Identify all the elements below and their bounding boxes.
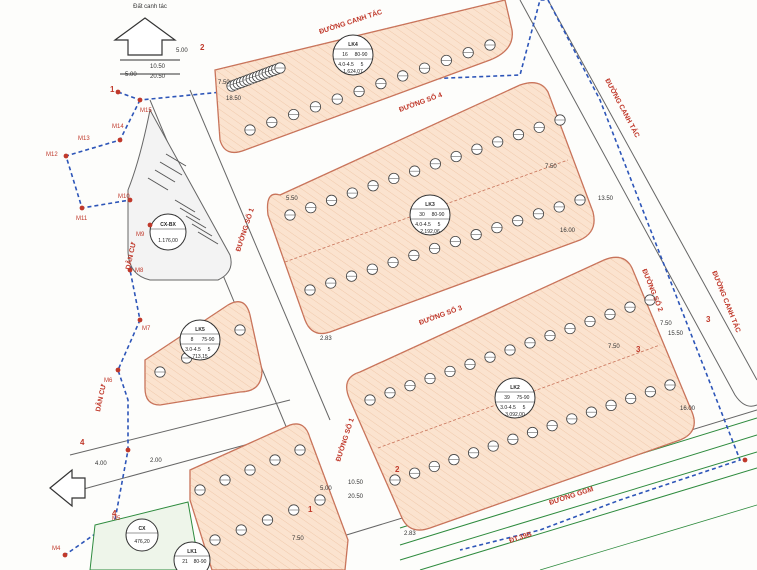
boundary-point-markers xyxy=(62,89,748,558)
lk5-code: LK5 xyxy=(195,327,205,333)
lk3-height: 4.0-4.5 xyxy=(415,222,431,228)
lk4-count: 16 xyxy=(342,52,348,58)
lk3-code: LK3 xyxy=(425,202,435,208)
point-label-m5: M5 xyxy=(112,516,121,522)
dim-label: 2.00 xyxy=(150,458,162,464)
dim-label: 18.50 xyxy=(226,96,242,102)
dim-label: 2.83 xyxy=(320,336,332,342)
dim-label: 16.00 xyxy=(680,406,696,412)
cxbx-area: 1.176,00 xyxy=(158,238,178,244)
point-label-m14: M14 xyxy=(112,124,124,130)
lk4-code: LK4 xyxy=(348,42,358,48)
lot-info-lk3: LK3 30 80-90 4.0-4.5 5 2.192,06 xyxy=(409,194,451,236)
dim-label: 16.00 xyxy=(560,228,576,234)
top-land-label: Đất canh tác xyxy=(133,4,167,10)
lot-info-lk5: LK5 8 75-90 3.0-4.5 5 713,15 xyxy=(179,319,221,361)
lk2-count: 39 xyxy=(504,395,510,401)
lk4-floors: 5 xyxy=(361,62,364,68)
point-label-m12: M12 xyxy=(46,152,58,158)
lk1-code: LK1 xyxy=(187,549,197,555)
cx-area: 476,20 xyxy=(134,539,150,545)
lk1-density: 80-90 xyxy=(194,559,207,565)
lk5-count: 8 xyxy=(191,337,194,343)
west-access-arrow xyxy=(49,468,86,508)
lk5-height: 3.0-4.5 xyxy=(185,347,201,353)
section-mark-1-mid: 1 xyxy=(308,505,313,514)
dim-label: 10.50 xyxy=(348,480,364,486)
section-mark-1-top: 1 xyxy=(110,85,115,94)
dim-label: 5.00 xyxy=(176,48,188,54)
dim-label: 5.50 xyxy=(286,196,298,202)
dim-label: 7.50 xyxy=(545,164,557,170)
lk4-area: 1.624,07 xyxy=(343,69,363,75)
lk4-height: 4.0-4.5 xyxy=(338,62,354,68)
lk2-floors: 5 xyxy=(523,405,526,411)
point-label-m7: M7 xyxy=(142,326,151,332)
point-label-m6: M6 xyxy=(104,378,113,384)
point-label-m10: M10 xyxy=(118,194,130,200)
point-label-m11: M11 xyxy=(76,216,88,222)
point-label-m15: M15 xyxy=(140,108,152,114)
section-mark-4-bottom: 4 xyxy=(112,509,117,518)
section-mark-2-top: 2 xyxy=(200,43,205,52)
cxbx-code: CX-BX xyxy=(160,222,176,228)
lot-info-cx: CX 476,20 xyxy=(125,518,159,552)
parking-stalls xyxy=(147,153,219,245)
lk3-density: 80-90 xyxy=(432,212,445,218)
section-mark-3-right: 3 xyxy=(706,315,711,324)
lk5-density: 75-90 xyxy=(202,337,215,343)
lk2-code: LK2 xyxy=(510,385,520,391)
lk2-height: 3.0-4.5 xyxy=(500,405,516,411)
dim-label: 20.50 xyxy=(150,74,166,80)
dim-label: 2.83 xyxy=(404,531,416,537)
lot-info-cxbx: CX-BX 1.176,00 xyxy=(149,213,187,251)
lk2-density: 75-90 xyxy=(517,395,530,401)
cx-code: CX xyxy=(139,526,147,532)
lot-info-lk2: LK2 39 75-90 3.0-4.5 5 3.092,00 xyxy=(494,377,536,419)
lk3-count: 30 xyxy=(419,212,425,218)
dim-label: 4.00 xyxy=(95,461,107,467)
lk5-floors: 5 xyxy=(208,347,211,353)
dim-label: 10.50 xyxy=(150,64,166,70)
dim-label: 5.00 xyxy=(320,486,332,492)
section-mark-4-left: 4 xyxy=(80,438,85,447)
dim-label: 7.50 xyxy=(608,344,620,350)
point-label-m4: M4 xyxy=(52,546,61,552)
dim-label: 7.50 xyxy=(292,536,304,542)
lk3-area: 2.192,06 xyxy=(420,229,440,235)
point-label-m8: M8 xyxy=(135,268,144,274)
dim-label: 7.50 xyxy=(660,321,672,327)
lk2-area: 3.092,00 xyxy=(505,412,525,418)
point-label-m9: M9 xyxy=(136,232,145,238)
lk1-count: 21 xyxy=(182,559,188,565)
dim-label: 15.50 xyxy=(668,331,684,337)
point-label-m13: M13 xyxy=(78,136,90,142)
lk4-density: 80-90 xyxy=(355,52,368,58)
dim-label: 13.50 xyxy=(598,196,614,202)
lot-info-lk1: LK1 21 80-90 xyxy=(173,541,211,570)
north-access-arrow xyxy=(113,17,180,75)
section-mark-3-left: 3 xyxy=(636,345,641,354)
plot-markers xyxy=(154,39,676,546)
dim-label: 5.00 xyxy=(125,72,137,78)
lot-info-lk4: LK4 16 80-90 4.0-4.5 5 1.624,07 xyxy=(332,34,374,76)
dim-label: 7.50 xyxy=(218,80,230,86)
lk5-area: 713,15 xyxy=(192,354,208,360)
dim-label: 20.50 xyxy=(348,494,364,500)
lk3-floors: 5 xyxy=(438,222,441,228)
section-mark-2-mid: 2 xyxy=(395,465,400,474)
